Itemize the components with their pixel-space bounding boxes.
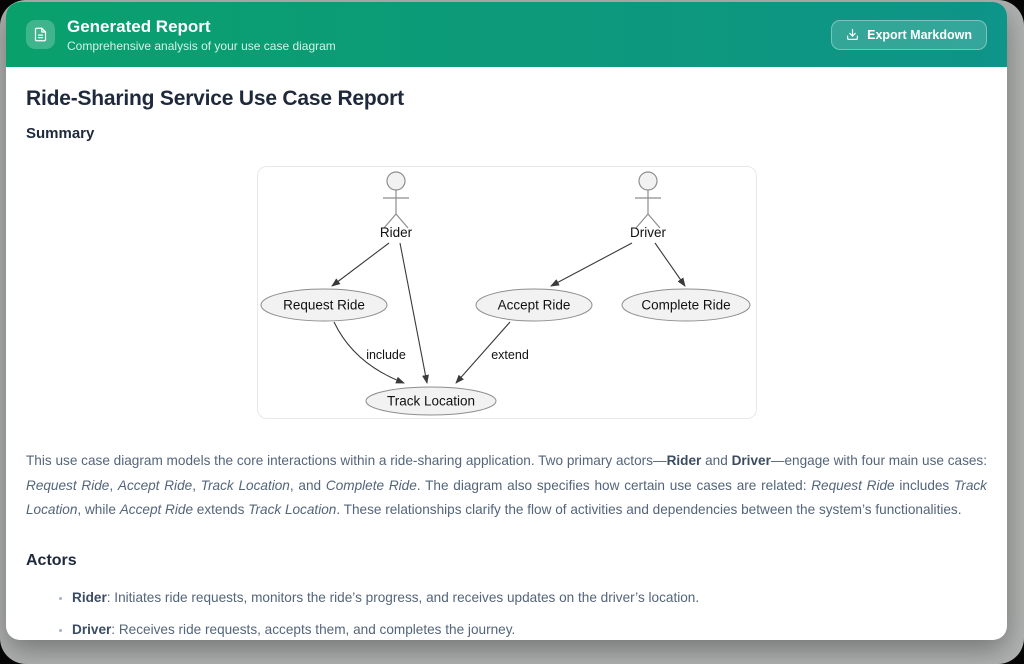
diagram-edge-include-request-to-track: include (333, 321, 406, 384)
use-case-name: Track Location (248, 502, 337, 517)
text-segment: This use case diagram models the core in… (26, 453, 667, 468)
report-title: Ride-Sharing Service Use Case Report (26, 87, 404, 110)
report-content: Ride-Sharing Service Use Case Report Sum… (6, 67, 1007, 640)
text-segment: and (701, 453, 732, 468)
report-header: Generated Report Comprehensive analysis … (6, 2, 1007, 67)
document-icon (26, 20, 55, 49)
actor-name: Driver (72, 621, 112, 637)
diagram-node-request-ride: Request Ride (260, 288, 387, 322)
text-segment: . These relationships clarify the flow o… (336, 502, 962, 517)
diagram-edge-rider-to-request-ride (330, 242, 389, 287)
text-segment: . The diagram also specifies how certain… (416, 477, 812, 493)
summary-heading: Summary (26, 125, 95, 142)
actor-name: Rider (72, 589, 107, 605)
export-markdown-button[interactable]: Export Markdown (831, 19, 987, 50)
diagram-edge-extend-accept-to-track: extend (454, 321, 529, 384)
diagram-node-complete-ride: Complete Ride (621, 288, 750, 322)
actor-name: Rider (666, 453, 702, 468)
diagram-node-track-location: Track Location (365, 386, 496, 416)
download-icon (846, 28, 859, 41)
use-case-name: Accept Ride (117, 477, 193, 493)
summary-paragraph: This use case diagram models the core in… (26, 449, 987, 523)
actor-name: Driver (731, 453, 771, 468)
use-case-name: Request Ride (26, 477, 110, 493)
node-label: Request Ride (283, 298, 365, 313)
header-subtitle: Comprehensive analysis of your use case … (67, 38, 336, 53)
edge-label-extend: extend (491, 348, 529, 362)
actor-label: Driver (630, 225, 667, 240)
text-segment: , and (289, 477, 326, 493)
node-label: Track Location (386, 394, 474, 409)
diagram-node-accept-ride: Accept Ride (475, 288, 592, 322)
actors-heading: Actors (26, 551, 77, 569)
actor-list-item: Rider: Initiates ride requests, monitors… (72, 588, 987, 608)
actor-label: Rider (379, 225, 412, 240)
text-segment: , while (77, 502, 120, 517)
export-button-label: Export Markdown (867, 27, 972, 42)
use-case-name: Request Ride (811, 477, 895, 493)
text-segment: —engage with four main use cases: (770, 453, 988, 468)
text-segment: includes (894, 477, 954, 493)
header-title: Generated Report (67, 16, 211, 36)
diagram-edge-driver-to-complete-ride (654, 242, 686, 287)
use-case-name: Accept Ride (119, 502, 194, 517)
header-text: Generated Report Comprehensive analysis … (67, 17, 336, 53)
text-segment: , (109, 477, 118, 493)
diagram-actor-driver: Driver (630, 171, 667, 240)
node-label: Accept Ride (497, 298, 570, 313)
diagram-edge-driver-to-accept-ride (549, 242, 632, 287)
use-case-name: Track Location (26, 477, 987, 518)
node-label: Complete Ride (641, 298, 730, 313)
text-segment: , (192, 477, 201, 493)
use-case-name: Track Location (200, 477, 290, 493)
text-segment: extends (193, 502, 249, 517)
edge-label-include: include (366, 348, 406, 362)
diagram-actor-rider: Rider (379, 171, 412, 240)
actor-list-item: Driver: Receives ride requests, accepts … (72, 620, 987, 640)
report-window: Generated Report Comprehensive analysis … (6, 2, 1007, 640)
actors-list: Rider: Initiates ride requests, monitors… (26, 588, 987, 640)
use-case-name: Complete Ride (325, 477, 417, 493)
diagram-edge-rider-to-track-location (398, 242, 429, 384)
